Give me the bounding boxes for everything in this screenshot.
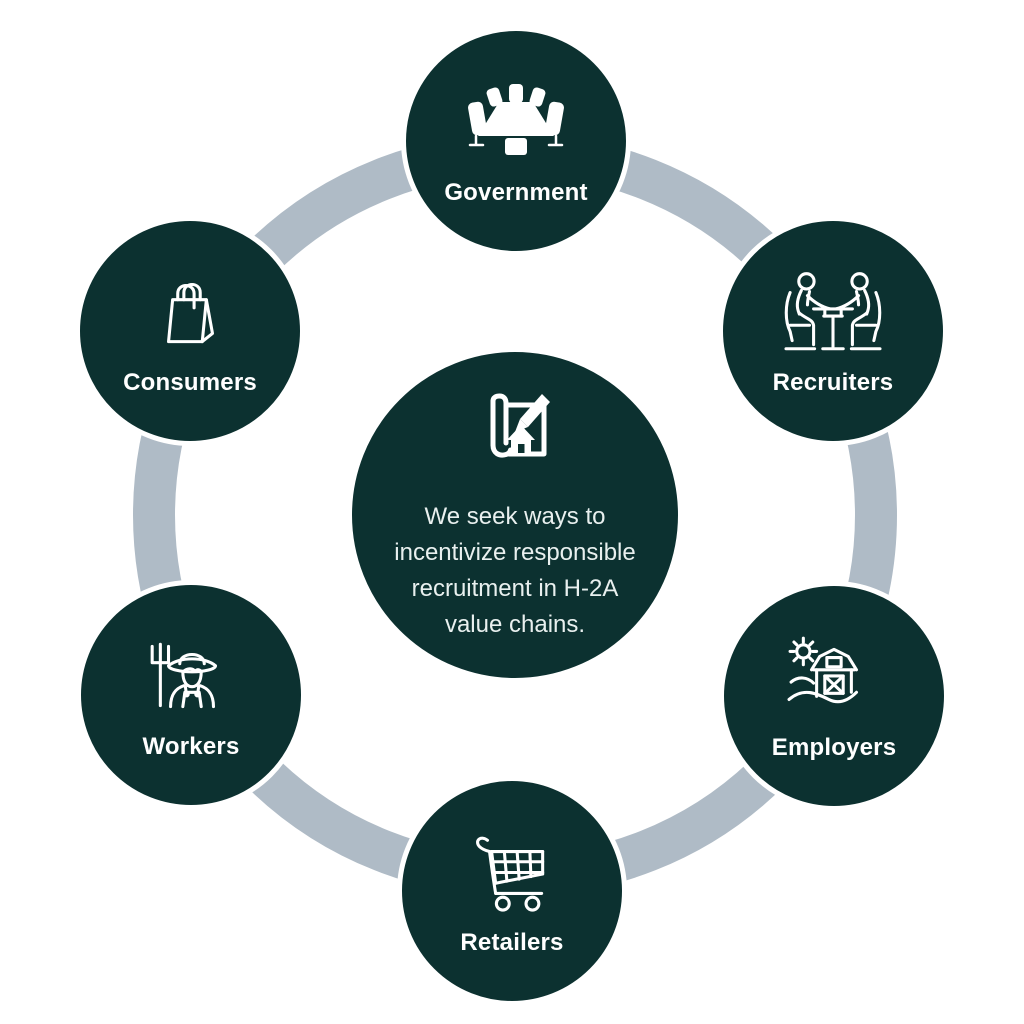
meeting-people-icon [773, 265, 893, 361]
farm-barn-icon [774, 630, 894, 726]
center-message-line: We seek ways to [424, 503, 606, 530]
node-government: Government [401, 26, 631, 256]
center-message-line: recruitment in H-2A [411, 575, 619, 602]
node-label: Employers [771, 734, 897, 761]
blueprint-house-pencil-icon [460, 387, 570, 479]
node-workers: Workers [76, 580, 306, 810]
conference-table-icon [456, 75, 576, 171]
shopping-cart-icon [452, 825, 572, 921]
node-label: Retailers [460, 929, 564, 956]
center-node: We seek ways to incentivize responsible … [347, 347, 683, 683]
node-label: Workers [142, 733, 240, 760]
shopping-bag-icon [130, 265, 250, 361]
node-employers: Employers [719, 581, 949, 811]
center-message: We seek ways to incentivize responsible … [394, 499, 635, 643]
node-label: Consumers [123, 369, 257, 396]
node-consumers: Consumers [75, 216, 305, 446]
node-label: Recruiters [772, 369, 894, 396]
center-message-line: value chains. [444, 611, 586, 638]
node-retailers: Retailers [397, 776, 627, 1006]
node-label: Government [444, 179, 588, 206]
node-recruiters: Recruiters [718, 216, 948, 446]
center-message-line: incentivize responsible [394, 539, 636, 566]
farmer-icon [131, 629, 251, 725]
